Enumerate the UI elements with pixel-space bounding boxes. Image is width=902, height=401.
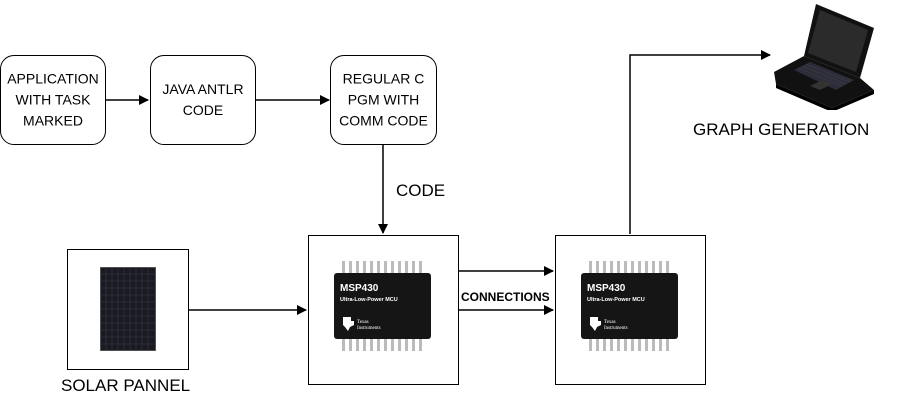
c-program-box-label: REGULAR C PGM WITH COMM CODE [339, 70, 428, 129]
application-box-label: APPLICATION WITH TASK MARKED [7, 70, 99, 129]
code-label: CODE [396, 181, 446, 200]
microcontroller-chip-icon: MSP430 Ultra-Low-Power MCU Texas Instrum… [334, 261, 431, 351]
chip-brand-line2: Instruments [357, 326, 381, 331]
chip-brand-line1: Texas [357, 320, 369, 325]
chip-name: MSP430 [587, 283, 626, 294]
chip-name: MSP430 [340, 283, 379, 294]
antlr-box-label: JAVA ANTLR CODE [162, 81, 244, 118]
solar-panel-box [67, 249, 189, 370]
laptop-icon [774, 4, 874, 110]
chip-brand-line2: Instruments [604, 326, 628, 331]
texas-instruments-icon [343, 317, 354, 331]
mcu-box-left: MSP430 Ultra-Low-Power MCU Texas Instrum… [308, 235, 459, 385]
solar-panel-label: SOLAR PANNEL [61, 376, 191, 395]
chip-subtitle: Ultra-Low-Power MCU [340, 297, 398, 303]
application-box: APPLICATION WITH TASK MARKED [0, 55, 106, 145]
graph-generation-label: GRAPH GENERATION [693, 120, 870, 139]
solar-panel-icon [100, 267, 156, 351]
microcontroller-chip-icon: MSP430 Ultra-Low-Power MCU Texas Instrum… [581, 261, 678, 351]
chip-brand-line1: Texas [604, 320, 616, 325]
mcu-box-right: MSP430 Ultra-Low-Power MCU Texas Instrum… [555, 235, 706, 385]
c-program-box: REGULAR C PGM WITH COMM CODE [330, 55, 437, 145]
chip-subtitle: Ultra-Low-Power MCU [587, 297, 645, 303]
arrow-chip-to-laptop [629, 50, 771, 234]
connections-label: CONNECTIONS [461, 290, 550, 304]
antlr-box: JAVA ANTLR CODE [150, 55, 256, 145]
texas-instruments-icon [590, 317, 601, 331]
